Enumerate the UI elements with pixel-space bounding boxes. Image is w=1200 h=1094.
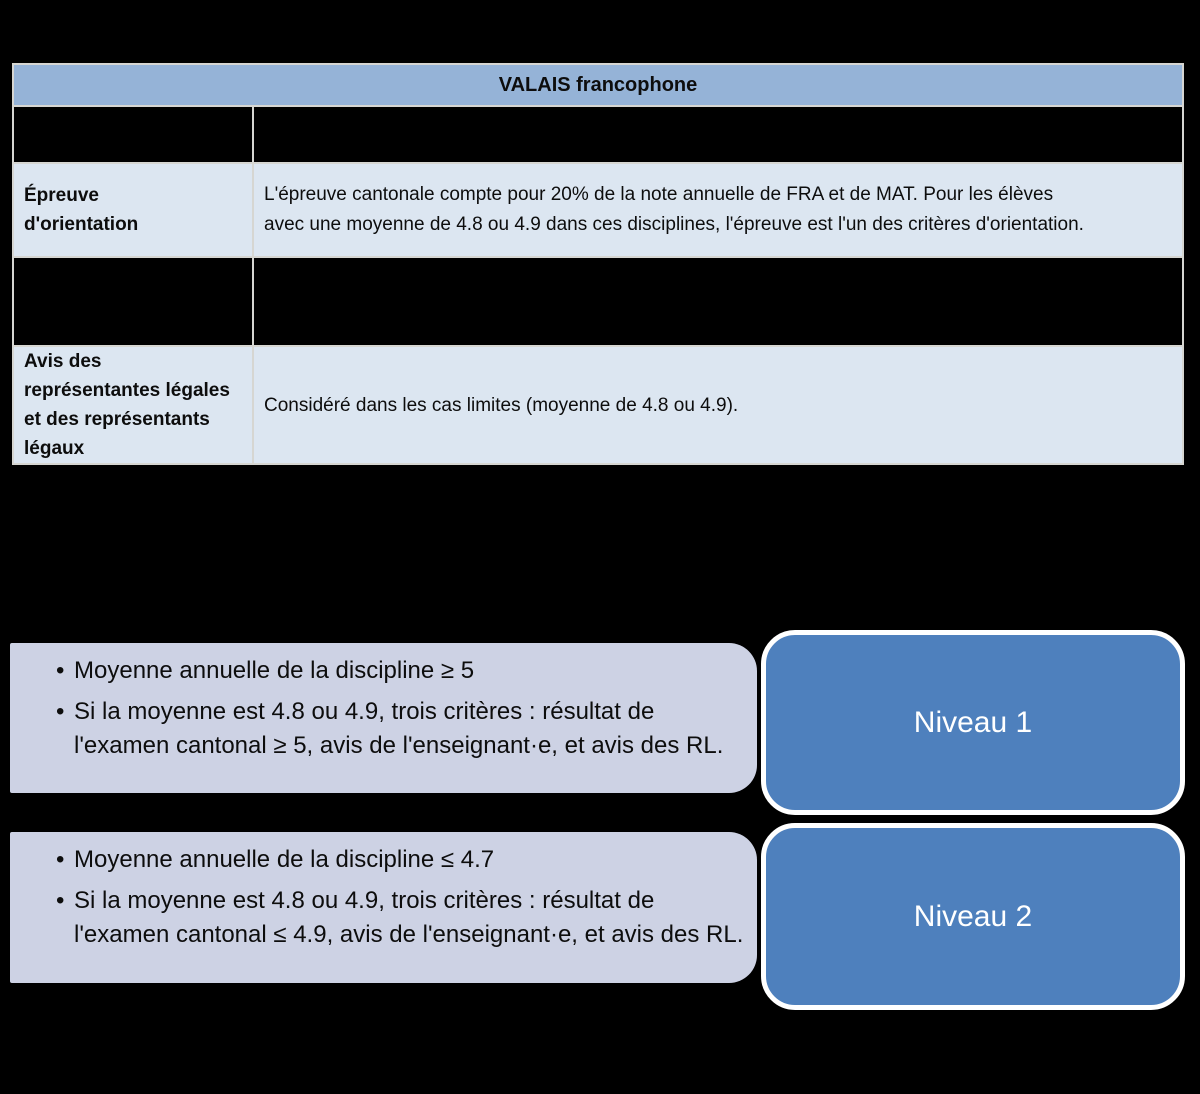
list-item: Moyenne annuelle de la discipline ≤ 4.7 bbox=[56, 843, 751, 877]
level-shape-niveau-1: Niveau 1 bbox=[761, 630, 1185, 815]
level-shape-niveau-2: Niveau 2 bbox=[761, 823, 1185, 1010]
criteria-box-niveau-1: Moyenne annuelle de la discipline ≥ 5 Si… bbox=[10, 643, 757, 793]
row-text: Considéré dans les cas limites (moyenne … bbox=[264, 394, 739, 416]
valais-table: VALAIS francophone Épreuve d'orientation… bbox=[12, 63, 1184, 465]
redacted-cell bbox=[14, 258, 252, 345]
row-text: L'épreuve cantonale compte pour 20% de l… bbox=[264, 184, 1084, 235]
row-label: Avis des représentantes légales et des r… bbox=[24, 351, 230, 459]
list-item: Si la moyenne est 4.8 ou 4.9, trois crit… bbox=[56, 695, 751, 763]
row-label: Épreuve d'orientation bbox=[24, 185, 139, 235]
table-title: VALAIS francophone bbox=[498, 73, 698, 96]
criteria-box-niveau-2: Moyenne annuelle de la discipline ≤ 4.7 … bbox=[10, 832, 757, 983]
list-item: Moyenne annuelle de la discipline ≥ 5 bbox=[56, 654, 751, 688]
redacted-cell bbox=[254, 258, 1182, 345]
bullet-list: Moyenne annuelle de la discipline ≤ 4.7 … bbox=[10, 832, 757, 967]
list-item: Si la moyenne est 4.8 ou 4.9, trois crit… bbox=[56, 884, 751, 952]
table-row-text-cell: Considéré dans les cas limites (moyenne … bbox=[254, 347, 1182, 463]
bullet-list: Moyenne annuelle de la discipline ≥ 5 Si… bbox=[10, 643, 757, 778]
redacted-cell bbox=[14, 107, 252, 162]
table-row-text-cell: L'épreuve cantonale compte pour 20% de l… bbox=[254, 164, 1182, 256]
level-label: Niveau 1 bbox=[913, 705, 1033, 739]
table-row-label-cell: Avis des représentantes légales et des r… bbox=[14, 347, 252, 463]
level-label: Niveau 2 bbox=[913, 899, 1033, 933]
redacted-cell bbox=[254, 107, 1182, 162]
table-header: VALAIS francophone bbox=[14, 65, 1182, 105]
table-row-label-cell: Épreuve d'orientation bbox=[14, 164, 252, 256]
